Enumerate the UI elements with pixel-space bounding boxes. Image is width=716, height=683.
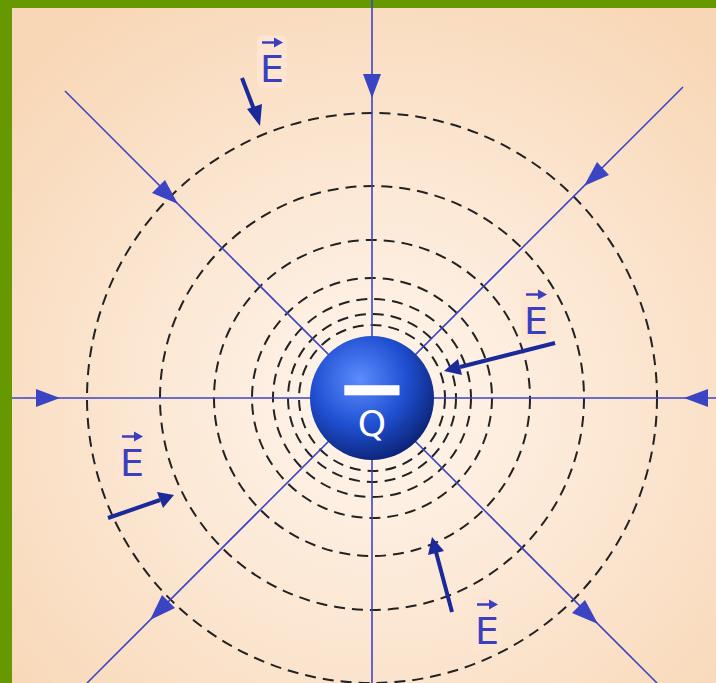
panel (12, 8, 716, 683)
vector-arrow-head (274, 38, 283, 48)
field-vector-label-box: E (257, 36, 287, 89)
field-vector-label: E (120, 444, 144, 482)
field-vector-label-box: E (472, 598, 502, 651)
vector-arrow-head (134, 432, 143, 442)
charge-name: Q (310, 406, 434, 442)
vector-arrow-head (489, 600, 498, 610)
field-vectors (108, 78, 555, 612)
field-vector-label: E (524, 302, 548, 340)
vector-arrow (260, 37, 284, 49)
vector-arrow-head (538, 290, 547, 300)
charge-sphere (310, 336, 434, 460)
field-lines (12, 0, 716, 683)
vector-arrow (524, 289, 548, 301)
field-vector-label: E (475, 612, 499, 650)
vector-arrow (475, 599, 499, 611)
field-vector-label-box: E (521, 288, 551, 341)
point-charge: −Q (310, 336, 434, 460)
field-vector-label: E (260, 50, 284, 88)
field-vector-label-box: E (117, 430, 147, 483)
field-arrowheads (36, 74, 708, 624)
vector-arrow (120, 431, 144, 443)
